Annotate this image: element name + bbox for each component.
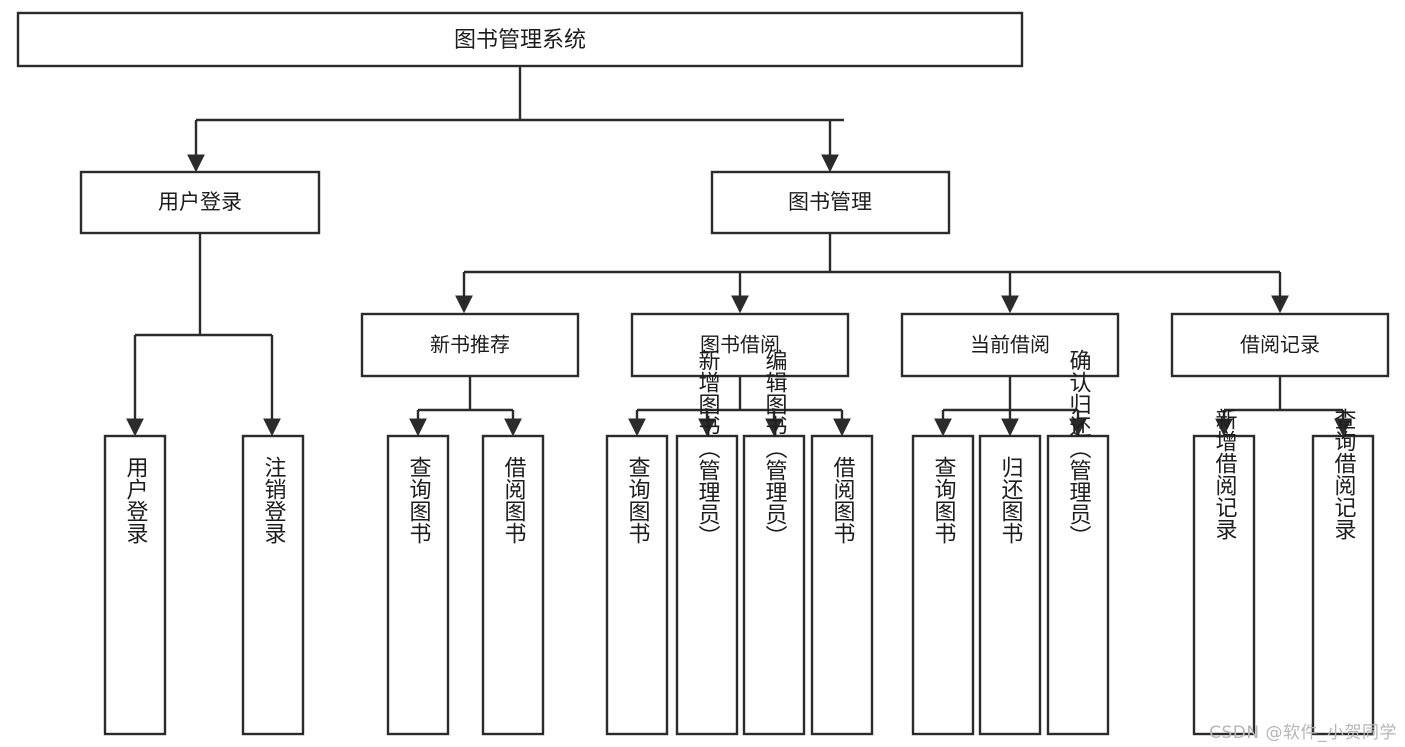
leaf-user-login-2-box: [241, 434, 305, 736]
node-root-system-label: 图书管理系统: [454, 28, 586, 53]
leaf-current-borrow-3[interactable]: 确认归还（管理员）: [1046, 349, 1110, 736]
node-book-borrow[interactable]: 图书借阅: [630, 312, 850, 378]
leaf-new-book-2[interactable]: 借阅图书: [481, 434, 545, 736]
leaf-book-borrow-3-box: [742, 434, 806, 736]
leaf-book-borrow-1-label: 查询图书: [625, 456, 651, 544]
leaf-current-borrow-2-label: 归还图书: [998, 456, 1024, 544]
node-new-book-recommend[interactable]: 新书推荐: [360, 312, 580, 378]
node-user-login-box: [79, 170, 321, 235]
leaf-user-login-1[interactable]: 用户登录: [103, 434, 167, 736]
leaf-book-borrow-4-label: 借阅图书: [830, 456, 856, 544]
leaf-new-book-2-box: [481, 434, 545, 736]
node-book-manage-label: 图书管理: [788, 190, 872, 214]
connector-group-current-borrow-to-leaves: [934, 377, 1087, 437]
leaf-borrow-record-2-label: 查询借阅记录: [1331, 408, 1357, 540]
leaf-user-login-1-box: [103, 434, 167, 736]
leaf-borrow-record-1[interactable]: 新增借阅记录: [1192, 408, 1256, 736]
node-book-borrow-label: 图书借阅: [700, 333, 780, 357]
node-user-login-label: 用户登录: [158, 190, 242, 214]
leaf-current-borrow-3-box: [1046, 434, 1110, 736]
leaf-book-borrow-4-box: [810, 434, 874, 736]
leaf-book-borrow-2-label: 新增图书（管理员）: [695, 349, 721, 547]
node-borrow-record-label: 借阅记录: [1240, 333, 1320, 357]
csdn-watermark: CSDN @软件_小贺同学: [1209, 723, 1397, 743]
leaf-borrow-record-1-label: 新增借阅记录: [1212, 408, 1238, 540]
leaf-borrow-record-2[interactable]: 查询借阅记录: [1311, 408, 1375, 736]
node-borrow-record-box: [1170, 312, 1390, 378]
connector-group-book-borrow-to-leaves: [628, 377, 851, 437]
leaf-new-book-1[interactable]: 查询图书: [386, 434, 450, 736]
node-new-book-recommend-label: 新书推荐: [430, 333, 510, 357]
node-current-borrow-box: [900, 312, 1120, 378]
node-book-manage[interactable]: 图书管理: [710, 170, 951, 235]
leaf-book-borrow-4[interactable]: 借阅图书: [810, 434, 874, 736]
leaf-current-borrow-1-box: [911, 434, 975, 736]
leaf-book-borrow-1-box: [605, 434, 669, 736]
leaf-current-borrow-1-label: 查询图书: [931, 456, 957, 544]
leaf-book-borrow-3-label: 编辑图书（管理员）: [762, 349, 788, 547]
node-current-borrow[interactable]: 当前借阅: [900, 312, 1120, 378]
leaf-user-login-2-label: 注销登录: [261, 456, 287, 544]
node-borrow-record[interactable]: 借阅记录: [1170, 312, 1390, 378]
leaf-new-book-2-label: 借阅图书: [501, 456, 527, 544]
leaf-new-book-1-label: 查询图书: [406, 456, 432, 544]
leaf-borrow-record-1-box: [1192, 434, 1256, 736]
leaf-current-borrow-1[interactable]: 查询图书: [911, 434, 975, 736]
node-new-book-recommend-box: [360, 312, 580, 378]
node-root-system-box: [16, 11, 1024, 68]
node-current-borrow-label: 当前借阅: [970, 333, 1050, 357]
leaf-book-borrow-2-box: [675, 434, 739, 736]
connector-group-root-to-level2: [187, 66, 844, 173]
node-book-manage-box: [710, 170, 951, 235]
leaf-book-borrow-1[interactable]: 查询图书: [605, 434, 669, 736]
connector-group-user-login-to-leaves: [126, 234, 281, 437]
leaf-current-borrow-2[interactable]: 归还图书: [978, 434, 1042, 736]
leaf-borrow-record-2-box: [1311, 434, 1375, 736]
node-user-login[interactable]: 用户登录: [79, 170, 321, 235]
node-root-system[interactable]: 图书管理系统: [16, 11, 1024, 68]
node-book-borrow-box: [630, 312, 850, 378]
leaf-book-borrow-2[interactable]: 新增图书（管理员）: [675, 349, 739, 736]
leaf-current-borrow-3-label: 确认归还（管理员）: [1066, 349, 1092, 547]
connector-group-book-manage-to-level3: [455, 234, 1289, 314]
connector-group-borrow-record-to-leaves: [1215, 377, 1352, 437]
connector-group-new-book-recommend-to-leaves: [409, 377, 522, 437]
leaf-current-borrow-2-box: [978, 434, 1042, 736]
leaf-book-borrow-3[interactable]: 编辑图书（管理员）: [742, 349, 806, 736]
leaf-user-login-2[interactable]: 注销登录: [241, 434, 305, 736]
leaf-new-book-1-box: [386, 434, 450, 736]
leaf-user-login-1-label: 用户登录: [123, 456, 149, 544]
